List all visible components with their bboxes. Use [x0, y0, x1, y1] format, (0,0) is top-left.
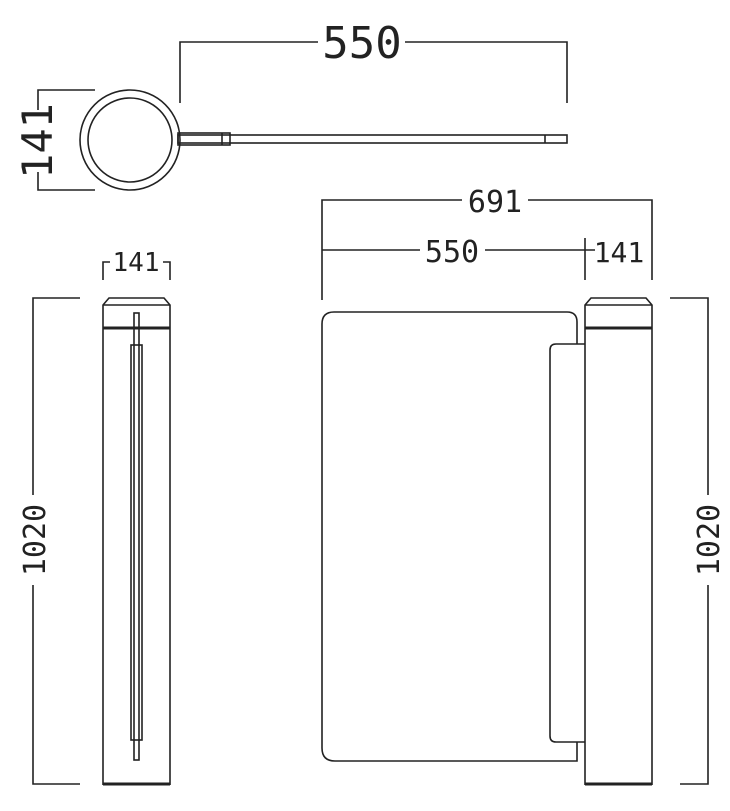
dim-1020-left: 1020	[18, 504, 53, 576]
dim-line	[670, 297, 709, 495]
arm-top	[177, 134, 568, 144]
gate-panel	[321, 311, 578, 762]
post-inner-circle	[87, 97, 173, 183]
dim-line	[32, 297, 80, 495]
post-outer-circle	[79, 89, 181, 191]
dim-line	[680, 585, 709, 785]
dim-line	[32, 585, 80, 785]
gate-seal	[549, 343, 585, 743]
dim-141-top: 141	[13, 103, 62, 179]
dim-line	[405, 41, 568, 103]
dim-141-front: 141	[594, 236, 645, 269]
arm-seal	[130, 344, 143, 741]
dim-line	[37, 89, 95, 110]
top-view: 550 141	[13, 18, 568, 191]
dim-550-front: 550	[425, 235, 479, 270]
arm-sleeve	[177, 132, 231, 146]
dim-141-side: 141	[113, 248, 160, 278]
right-post-outline	[584, 297, 653, 785]
side-view: 141 1020	[18, 248, 171, 786]
arm-edge	[133, 312, 140, 761]
post-outline	[102, 297, 171, 785]
dim-line	[102, 261, 110, 280]
dim-line	[163, 261, 171, 280]
dim-1020-right: 1020	[692, 504, 727, 576]
dim-691: 691	[468, 185, 522, 220]
dim-line	[321, 199, 462, 300]
dim-line	[37, 172, 95, 191]
dim-550-top: 550	[322, 18, 401, 69]
dim-line	[528, 199, 653, 280]
front-view: 691 550 141 1020	[321, 185, 727, 786]
dim-line	[179, 41, 318, 103]
